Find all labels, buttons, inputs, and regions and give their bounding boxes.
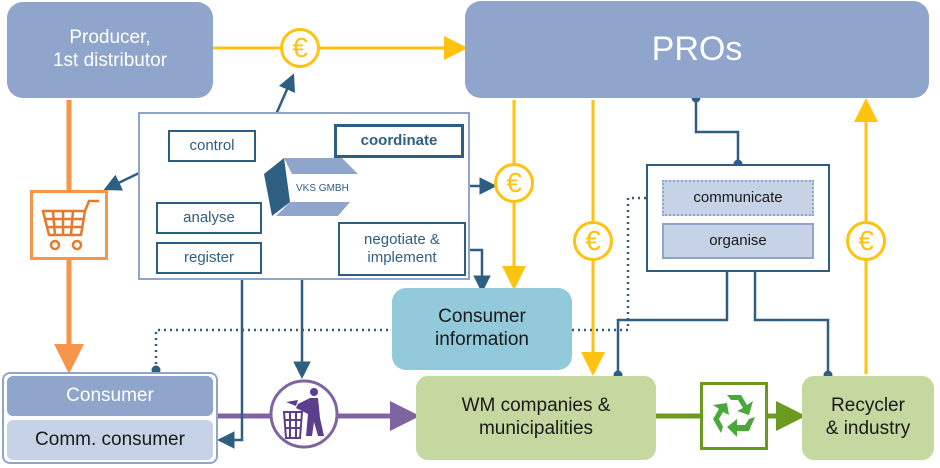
vks-logo-text: VKS GMBH: [296, 183, 349, 194]
task-register: register: [156, 242, 262, 274]
euro-icon: €: [573, 221, 613, 261]
task-organise: organise: [662, 223, 814, 259]
consumer-information-node: Consumer information: [392, 288, 572, 370]
pros-node: PROs: [465, 1, 929, 98]
task-coordinate: coordinate: [334, 124, 464, 158]
comm-consumer-node: Comm. consumer: [7, 420, 213, 460]
consumer-info-dotted-line: [154, 328, 392, 370]
recycler-node: Recycler & industry: [802, 376, 934, 460]
task-analyse: analyse: [156, 202, 262, 234]
task-negotiate-implement: negotiate & implement: [338, 222, 466, 276]
wm-companies-node: WM companies & municipalities: [416, 376, 656, 460]
negotiate-to-consumer-info: [466, 248, 491, 293]
pros-to-pro-box: [694, 98, 740, 164]
task-control: control: [168, 130, 256, 162]
task-communicate: communicate: [662, 180, 814, 216]
litter-bin-icon: [269, 379, 339, 449]
euro-icon: €: [494, 163, 534, 203]
euro-icon: €: [846, 221, 886, 261]
register-to-comm-consumer: [217, 272, 244, 449]
producer-node: Producer, 1st distributor: [7, 2, 213, 98]
recycle-box: [700, 382, 768, 450]
organise-to-recycler: [753, 258, 830, 375]
organise-to-wm: [616, 258, 729, 375]
vks-logo-icon: VKS GMBH: [264, 158, 358, 216]
euro-icon: €: [280, 28, 320, 68]
recycle-icon: [713, 395, 755, 437]
shopping-cart-box: [30, 190, 108, 260]
shopping-cart-icon: [41, 199, 99, 251]
consumer-node: Consumer: [7, 376, 213, 416]
